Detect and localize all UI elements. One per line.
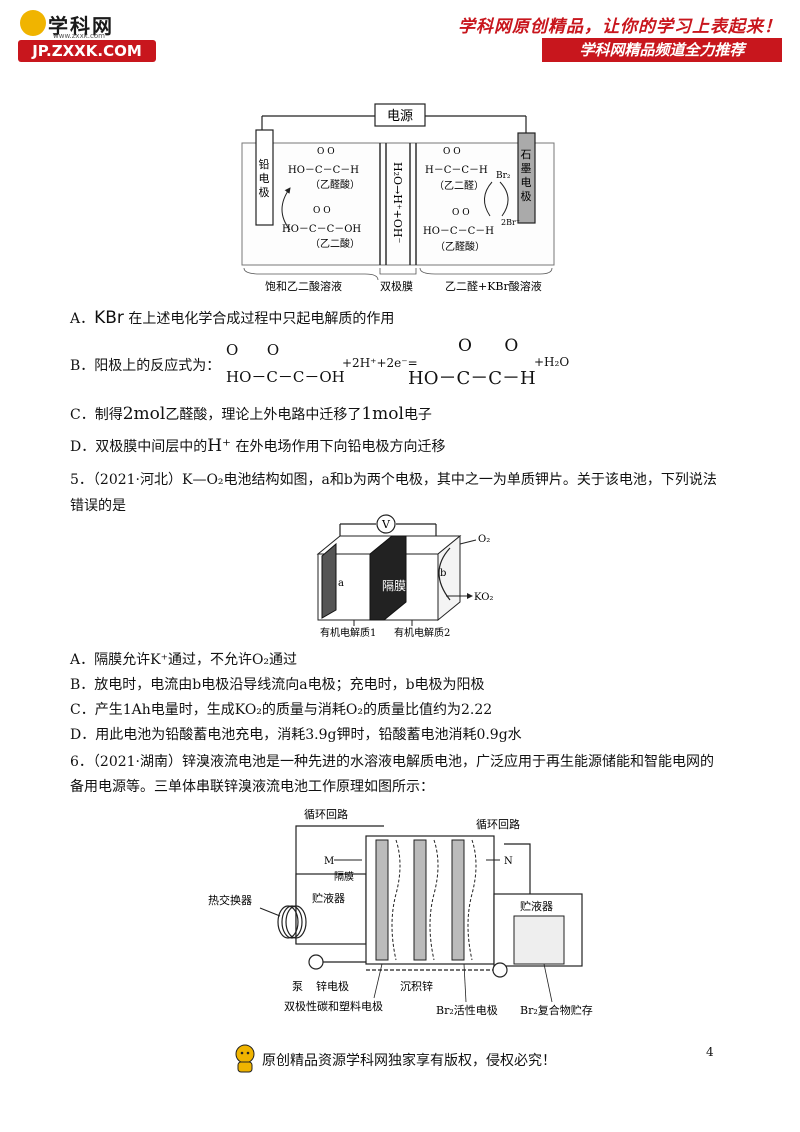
page-number: 4 [706, 1045, 714, 1059]
site-logo[interactable]: 学科网 www.zxxk.com JP.ZXXK.COM [18, 10, 158, 62]
right-tank-label: 贮液器 [520, 899, 553, 913]
q5-stem-line1: 5．（2021·河北）K—O₂电池结构如图，a和b为两个电极，其中之一为单质钾片… [70, 472, 717, 488]
voltmeter-label: V [381, 518, 391, 531]
left-tank-label: 贮液器 [312, 891, 345, 905]
glyoxal-formula: H－C－C－H [425, 165, 488, 176]
voltmeter-icon [376, 514, 396, 534]
q5-option-a: A．隔膜允许K⁺通过，不允许O₂通过 [70, 652, 298, 668]
glyoxylic-formula-left: HO－C－C－H [288, 165, 359, 176]
right-top-name: （乙二醛） [434, 179, 484, 192]
left-bottom-name: （乙二酸） [310, 237, 360, 250]
k-o2-battery-diagram: V a 隔膜 b O₂ KO₂ 有机电解质1 有机电解质2 [316, 514, 493, 638]
power-source-box [374, 103, 426, 127]
svg-text:O O: O O [313, 206, 331, 216]
q4-option-d: D．双极膜中间层中的H⁺ 在外电场作用下向铅电极方向迁移 [70, 436, 446, 457]
oxalic-formula: HO－C－C－OH [282, 224, 361, 235]
n-label: N [504, 856, 513, 867]
q4-d-prefix: D．双极膜中间层中的 [70, 439, 208, 455]
q5-option-d: D．用此电池为铅酸蓄电池充电，消耗3.9g钾时，铅酸蓄电池消耗0.9g水 [70, 727, 522, 743]
graphite-electrode [517, 132, 536, 224]
electrolyte1-label: 有机电解质1 [320, 626, 376, 638]
loop-right-label: 循环回路 [476, 818, 520, 831]
electrolysis-diagram: 电源 铅电极 石墨电极 H₂O→H⁺+OH⁻ HO－C－C－H O O （乙醛酸… [241, 103, 555, 293]
svg-text:O O: O O [317, 147, 335, 157]
right-bottom-name: （乙醛酸） [435, 240, 485, 253]
q5-option-b: B．放电时，电流由b电极沿导线流向a电极；充电时，b电极为阳极 [70, 677, 485, 693]
header-promo: 学科网精品频道全力推荐 [542, 38, 782, 62]
q4-b-reactant: HO－C－C－OH [226, 368, 345, 386]
q4-c-end: 电子 [403, 407, 432, 423]
br2-label: Br₂ [496, 171, 511, 181]
q4-option-a: A．KBr 在上述电化学合成过程中只起电解质的作用 [70, 308, 394, 329]
logo-small-url: www.zxxk.com [53, 32, 105, 40]
separator-label: 隔膜 [382, 579, 406, 593]
q4-b-product-oxygens: O O [458, 336, 519, 356]
bipolar-membrane-label: 双极膜 [380, 279, 413, 293]
svg-text:O O: O O [452, 208, 470, 218]
q4-option-b-prefix: B．阳极上的反应式为： [70, 358, 221, 374]
graphite-electrode-label: 石墨电极 [521, 148, 532, 203]
glyoxylic-formula-right: HO－C－C－H [423, 226, 494, 237]
right-pump-icon [492, 962, 508, 978]
q4-c-prefix: C．制得 [70, 407, 123, 423]
q5-stem-line2: 错误的是 [70, 498, 126, 514]
membrane-label: 隔膜 [334, 871, 354, 883]
m-label: M [324, 856, 334, 867]
q4-a-formula: KBr [94, 308, 124, 328]
q5-option-c: C．产生1Ah电量时，生成KO₂的质量与消耗O₂的质量比值约为2.22 [70, 702, 493, 718]
electrode-a-label: a [338, 578, 344, 589]
q4-b-water: +H₂O [534, 355, 570, 369]
svg-text:O O: O O [443, 147, 461, 157]
left-pump-icon [308, 954, 324, 970]
left-tank [295, 873, 367, 945]
membrane-water-split: H₂O→H⁺+OH⁻ [391, 162, 404, 243]
q6-stem-line1: 6．（2021·湖南）锌溴液流电池是一种先进的水溶液电解质电池，广泛应用于再生能… [70, 754, 714, 770]
q4-option-c: C．制得2mol乙醛酸，理论上外电路中迁移了1mol电子 [70, 404, 432, 425]
q4-b-product: HO－C－C－H [408, 368, 536, 389]
electrode-b-label: b [440, 568, 446, 579]
mascot-icon [235, 1044, 255, 1073]
logo-url-bar: JP.ZXXK.COM [18, 40, 156, 62]
ko2-label: KO₂ [474, 592, 493, 603]
pump-label: 泵 [292, 980, 303, 993]
right-solution-label: 乙二醛+KBr酸溶液 [445, 279, 542, 293]
br2-electrode-label: Br₂活性电极 [436, 1003, 498, 1017]
header-slogan: 学科网原创精品，让你的学习上表起来！ [458, 17, 782, 37]
lead-electrode-label: 铅电极 [259, 157, 270, 199]
electrolyte2-label: 有机电解质2 [394, 626, 450, 638]
q4-d-end: 在外电场作用下向铅电极方向迁移 [235, 439, 446, 455]
electrode-a [321, 542, 337, 619]
left-top-name: （乙醛酸） [310, 178, 360, 191]
br-minus-label: 2Br⁻ [501, 218, 520, 227]
zinc-electrode-label: 锌电极 [316, 979, 349, 993]
electrode-b [438, 547, 451, 601]
left-solution-label: 饱和乙二酸溶液 [265, 279, 342, 293]
heat-exchanger-coil [277, 905, 307, 939]
power-label: 电源 [387, 109, 413, 124]
q4-a-text: 在上述电化学合成过程中只起电解质的作用 [128, 311, 395, 327]
logo-badge-icon [20, 10, 46, 36]
o2-label: O₂ [478, 534, 490, 545]
logo-name: 学科网 [48, 14, 114, 38]
loop-left-label: 循环回路 [304, 808, 348, 821]
q4-b-electrons: +2H⁺+2e⁻= [342, 356, 418, 370]
q4-c-amount2: 1mol [361, 404, 404, 424]
q4-b-reactant-oxygens: O O [226, 341, 280, 359]
q4-c-amount1: 2mol [122, 404, 166, 424]
separator [369, 535, 407, 621]
q4-a-prefix: A． [70, 311, 95, 327]
copyright-notice: 原创精品资源学科网独家享有版权，侵权必究！ [262, 1053, 556, 1069]
br2-storage-label: Br₂复合物贮存 [520, 1003, 593, 1017]
logo-url: JP.ZXXK.COM [32, 42, 142, 60]
deposited-zinc-label: 沉积锌 [400, 979, 433, 993]
heat-exchanger-label: 热交换器 [208, 893, 252, 907]
q4-d-ion: H⁺ [207, 436, 232, 456]
q4-c-mid: 乙醛酸，理论上外电路中迁移了 [165, 407, 362, 423]
q6-stem-line2: 备用电源等。三单体串联锌溴液流电池工作原理如图所示： [70, 779, 434, 795]
lead-electrode [255, 129, 274, 226]
zinc-bromine-battery-diagram: 循环回路 循环回路 贮液器 热交换器 M N 隔膜 贮液器 泵 锌电极 沉积锌 … [208, 808, 593, 1017]
bipolar-electrode-label: 双极性碳和塑料电极 [284, 999, 383, 1013]
